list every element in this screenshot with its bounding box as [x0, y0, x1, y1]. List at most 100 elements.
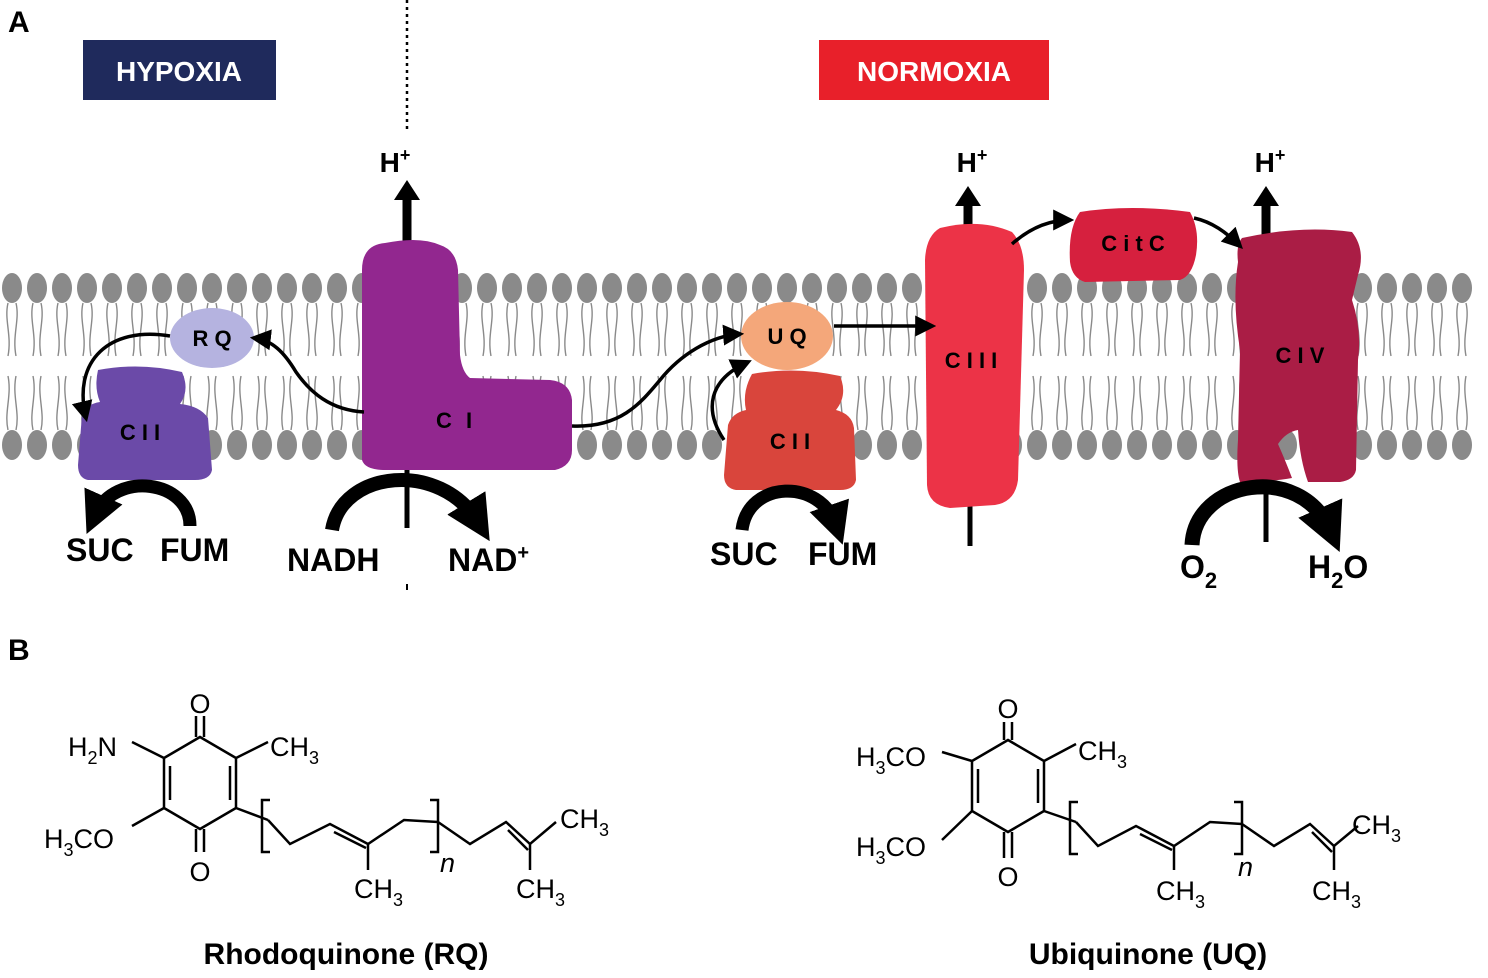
lipid-tail — [739, 302, 743, 357]
lipid-head — [677, 273, 697, 303]
lipid-tail — [889, 302, 893, 357]
lipid-head — [477, 273, 497, 303]
suc-right-label: SUC — [710, 536, 778, 572]
lipid-head — [752, 273, 772, 303]
lipid-tail — [356, 302, 360, 357]
lipid-head — [1177, 273, 1197, 303]
lipid-tail — [639, 375, 643, 431]
lipid-head — [1152, 430, 1172, 460]
civ-label: C I V — [1276, 343, 1325, 368]
lipid-head — [652, 430, 672, 460]
complex-iii: C I I I — [925, 223, 1024, 509]
fum-left-label: FUM — [160, 532, 229, 568]
lipid-head — [2, 273, 22, 303]
lipid-head — [277, 430, 297, 460]
lipid-tail — [214, 375, 218, 431]
fum-right-label: FUM — [808, 536, 877, 572]
substrate-labels: SUC FUM NADH NAD+ SUC FUM O2 H2O — [66, 532, 1368, 593]
lipid-tail — [689, 302, 693, 357]
lipid-head — [627, 430, 647, 460]
lipid-tail — [839, 302, 843, 357]
lipid-head — [1377, 273, 1397, 303]
rq-o-bottom: O — [189, 857, 210, 887]
lipid-head — [77, 273, 97, 303]
lipid-tail — [831, 302, 835, 357]
lipid-tail — [1364, 375, 1368, 431]
lipid-tail — [6, 375, 10, 431]
lipid-tail — [1031, 375, 1035, 431]
lipid-head — [202, 273, 222, 303]
lipid-tail — [1106, 375, 1110, 431]
complex-i: C I — [362, 239, 572, 470]
lipid-tail — [481, 302, 485, 357]
lipid-tail — [606, 375, 610, 431]
lipid-tail — [664, 302, 668, 357]
lipid-tail — [1406, 302, 1410, 357]
lipid-tail — [64, 302, 68, 357]
uq-ch3-end-top: CH3 — [1352, 810, 1401, 846]
lipid-tail — [1456, 302, 1460, 357]
lipid-head — [152, 273, 172, 303]
cytochrome-c: C i t C — [1069, 208, 1198, 282]
lipid-head — [502, 273, 522, 303]
lipid-head — [727, 273, 747, 303]
lipid-head — [52, 430, 72, 460]
lipid-tail — [231, 375, 235, 431]
arrow-ci-to-uq — [571, 324, 745, 428]
normoxia-label: NORMOXIA — [857, 56, 1011, 87]
lipid-tail — [581, 302, 585, 357]
lipid-tail — [1189, 375, 1193, 431]
arrow-fum-to-suc-left — [84, 479, 197, 534]
lipid-tail — [339, 302, 343, 357]
lipid-tail — [589, 375, 593, 431]
lipid-head — [1152, 273, 1172, 303]
lipid-tail — [489, 302, 493, 357]
lipid-head — [1027, 273, 1047, 303]
lipid-tail — [864, 375, 868, 431]
lipid-tail — [1181, 302, 1185, 357]
h2o-label: H2O — [1308, 549, 1368, 593]
lipid-tail — [1189, 302, 1193, 357]
hypoxia-label: HYPOXIA — [116, 56, 242, 87]
lipid-tail — [1081, 375, 1085, 431]
lipid-tail — [264, 302, 268, 357]
lipid-head — [1077, 430, 1097, 460]
lipid-tail — [289, 375, 293, 431]
ubiquinone-name: Ubiquinone (UQ) — [1029, 938, 1267, 971]
lipid-tail — [514, 302, 518, 357]
lipid-head — [777, 273, 797, 303]
ubiquinone-structure — [941, 722, 1359, 870]
lipid-head — [1427, 273, 1447, 303]
lipid-tail — [1089, 302, 1093, 357]
o2-label: O2 — [1180, 549, 1217, 593]
uq-o-bottom: O — [997, 862, 1018, 892]
lipid-head — [27, 430, 47, 460]
lipid-tail — [714, 302, 718, 357]
lipid-tail — [1131, 302, 1135, 357]
lipid-tail — [581, 375, 585, 431]
lipid-head — [1202, 273, 1222, 303]
lipid-tail — [331, 302, 335, 357]
svg-text:H+: H+ — [380, 145, 411, 178]
uq-o-top: O — [997, 694, 1018, 724]
lipid-tail — [539, 302, 543, 357]
lipid-head — [1202, 430, 1222, 460]
lipid-head — [902, 273, 922, 303]
rhodoquinone-name: Rhodoquinone (RQ) — [204, 938, 489, 971]
uq-ch3-chain: CH3 — [1156, 876, 1205, 912]
uq-label: U Q — [767, 324, 806, 349]
lipid-tail — [881, 375, 885, 431]
lipid-head — [277, 273, 297, 303]
lipid-tail — [306, 302, 310, 357]
lipid-head — [177, 273, 197, 303]
lipid-tail — [1464, 375, 1468, 431]
panel-a-letter: A — [8, 6, 30, 39]
svg-text:H+: H+ — [1255, 145, 1286, 178]
substrate-arrows — [84, 473, 1343, 552]
lipid-tail — [1056, 375, 1060, 431]
lipid-tail — [639, 302, 643, 357]
lipid-tail — [1381, 375, 1385, 431]
lipid-tail — [856, 302, 860, 357]
lipid-tail — [1164, 302, 1168, 357]
lipid-tail — [1064, 375, 1068, 431]
